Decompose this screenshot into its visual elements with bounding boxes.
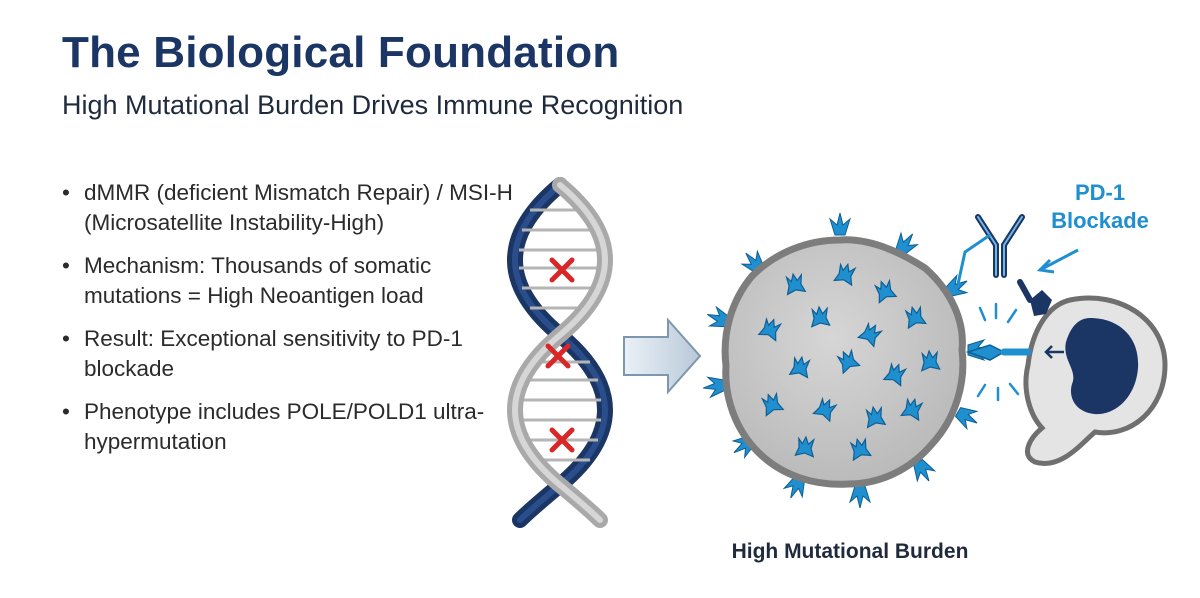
slide-title: The Biological Foundation (62, 28, 620, 77)
slide-subtitle: High Mutational Burden Drives Immune Rec… (62, 90, 684, 120)
tumor-cell-icon (701, 212, 991, 509)
bullet-dmmr: dMMR (deficient Mismatch Repair) / MSI-H… (62, 178, 532, 238)
mutation-x-icon (545, 257, 575, 453)
bullet-phenotype: Phenotype includes POLE/POLD1 ultra-hype… (62, 397, 532, 457)
bullet-mechanism: Mechanism: Thousands of somatic mutation… (62, 251, 532, 311)
burden-caption: High Mutational Burden (732, 540, 969, 563)
right-arrow-icon (623, 317, 702, 395)
bullet-result: Result: Exceptional sensitivity to PD-1 … (62, 324, 532, 384)
pd1-pointer-icon (1036, 248, 1079, 274)
dna-helix-icon (507, 177, 613, 528)
antibody-icon (956, 217, 1022, 285)
pd1-label-line1: PD-1 (1075, 180, 1125, 205)
t-cell-icon (1017, 279, 1168, 466)
pd1-label-line2: Blockade (1051, 208, 1149, 233)
bullet-list: dMMR (deficient Mismatch Repair) / MSI-H… (62, 178, 532, 470)
tcr-binding-icon (965, 302, 1064, 402)
